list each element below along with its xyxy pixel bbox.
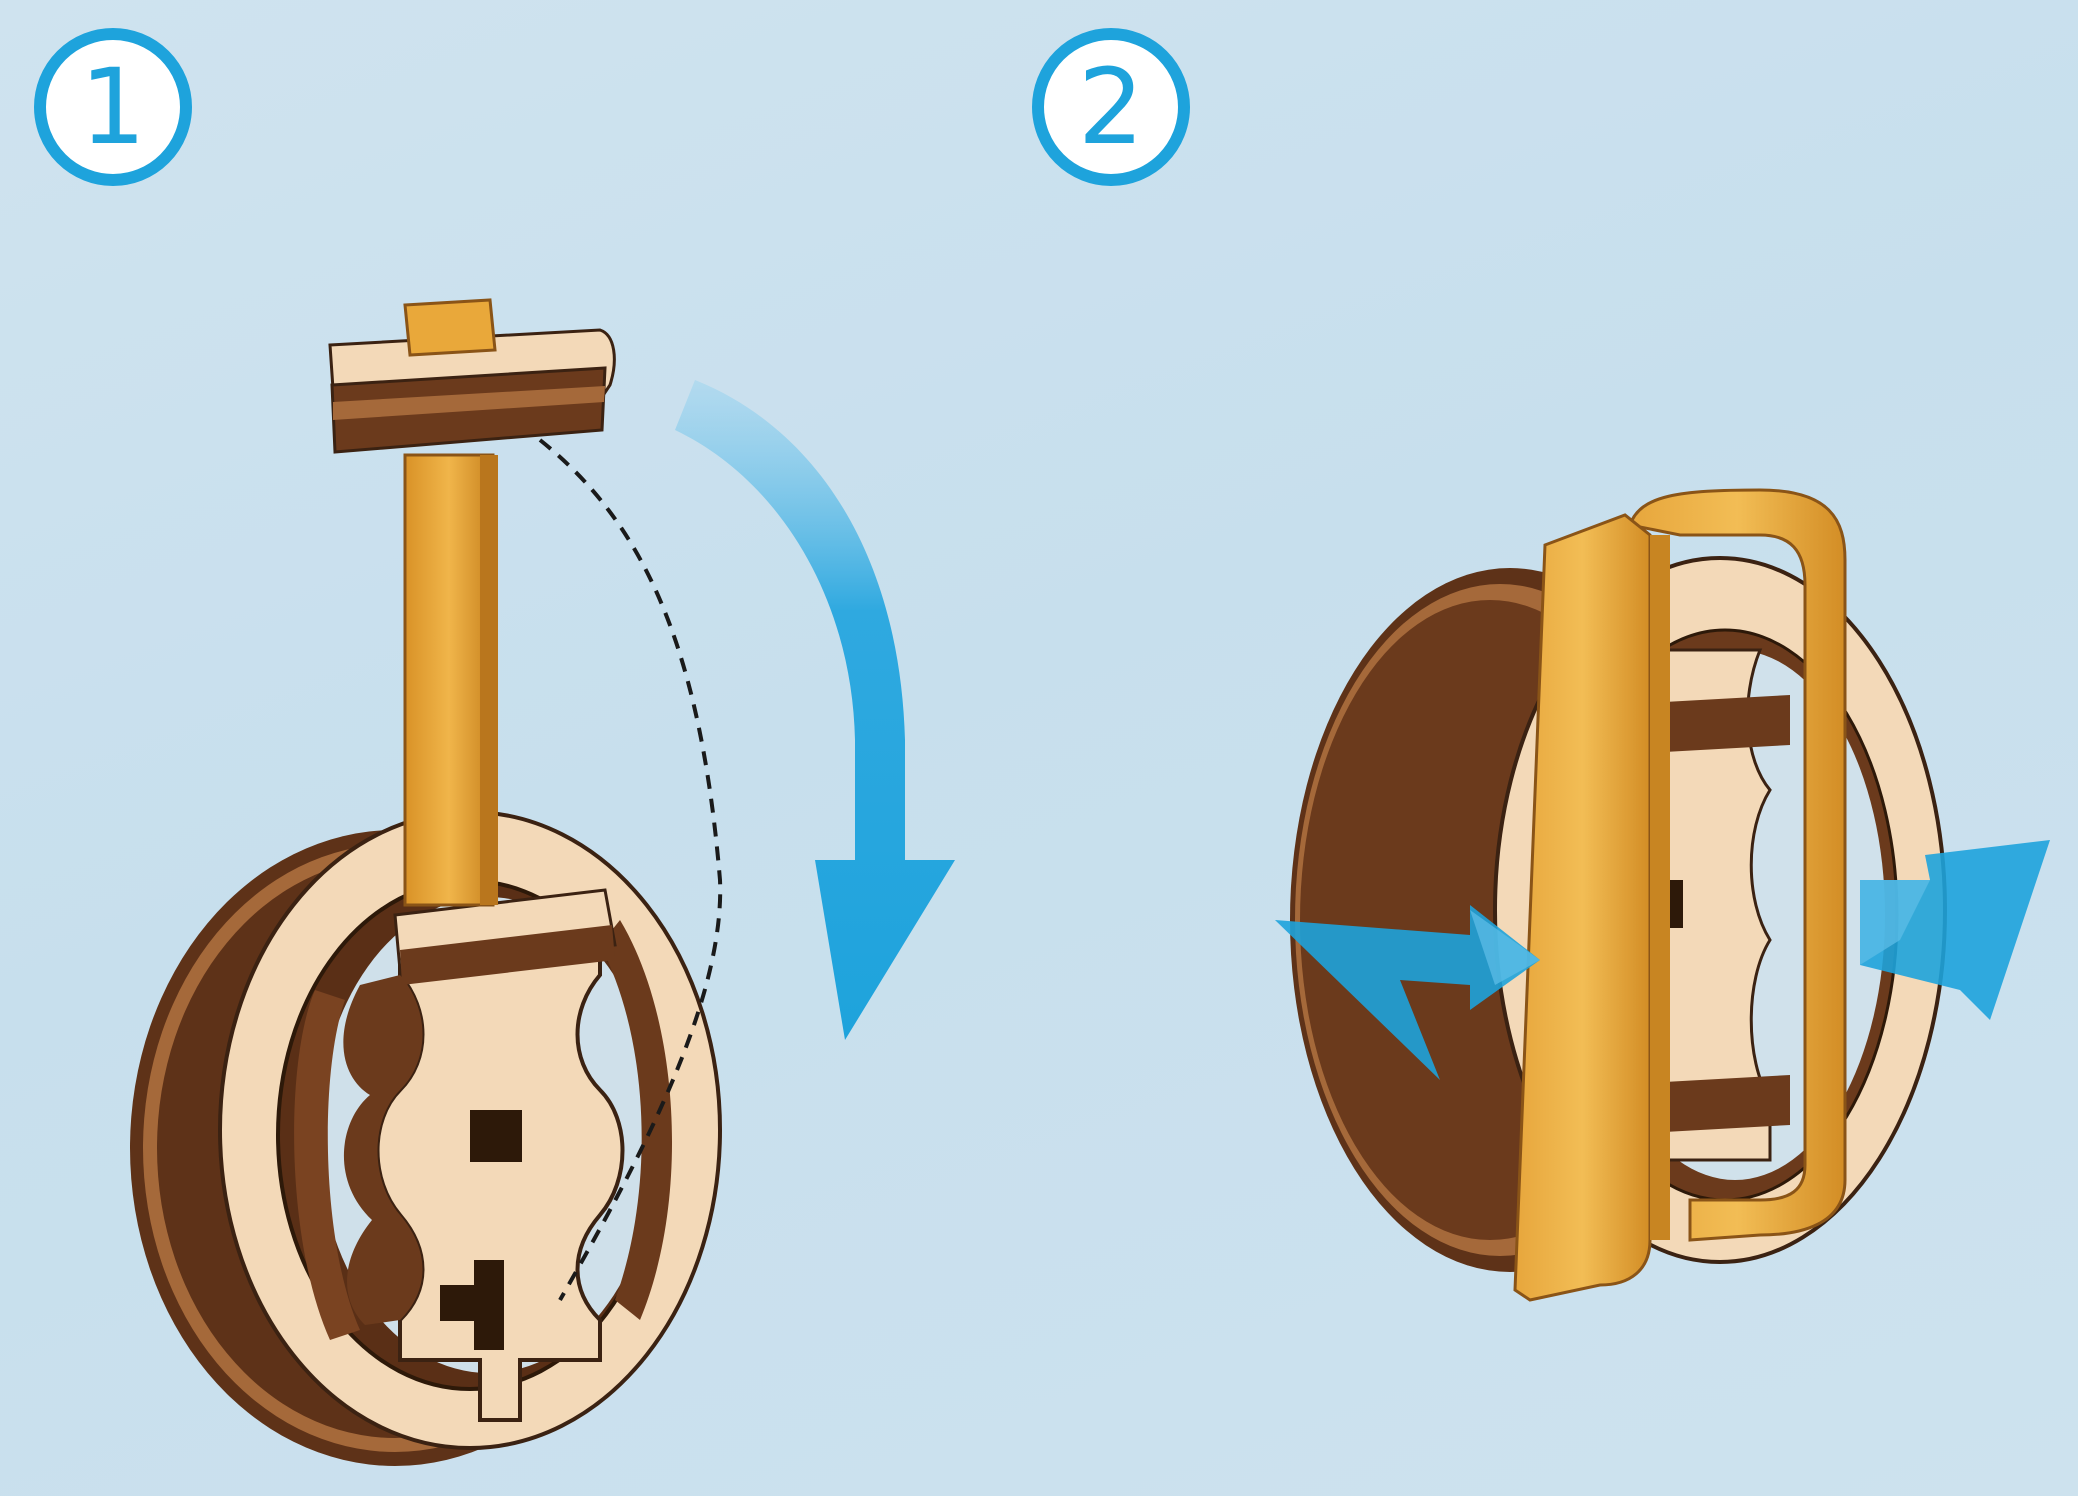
key-top-tab bbox=[405, 300, 495, 355]
rotate-down-arrow-icon bbox=[675, 380, 955, 1040]
cross-slot-vertical bbox=[474, 1260, 504, 1350]
step-2-ring-puzzle bbox=[1275, 490, 2050, 1300]
key-shaft bbox=[405, 455, 493, 905]
step-1-ring-puzzle bbox=[130, 300, 955, 1466]
key-shaft-edge bbox=[480, 455, 498, 905]
square-hole-upper bbox=[470, 1110, 522, 1162]
clip-front-edge bbox=[1650, 535, 1670, 1240]
